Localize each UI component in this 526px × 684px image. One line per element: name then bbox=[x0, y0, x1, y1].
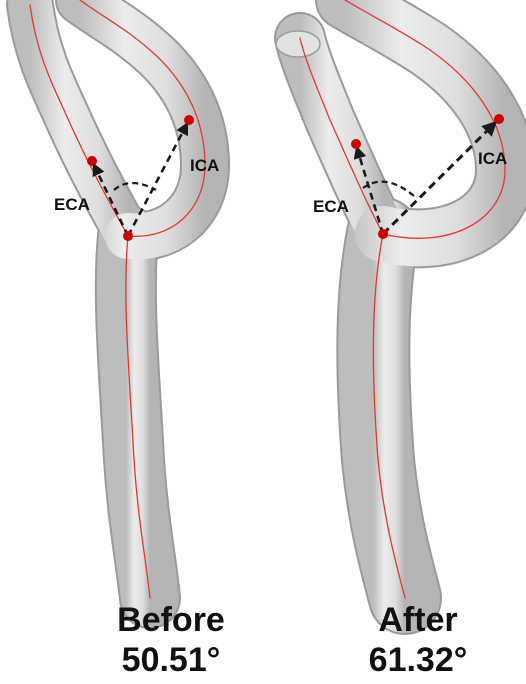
before-title: Before bbox=[56, 600, 286, 640]
before-angle-value: 50.51° bbox=[56, 640, 286, 680]
before-ica-label: ICA bbox=[190, 156, 219, 175]
before-panel: ECA ICA bbox=[30, 0, 219, 598]
after-vessel-model bbox=[276, 0, 505, 598]
after-caption: After 61.32° bbox=[303, 600, 526, 680]
before-eca-label: ECA bbox=[54, 195, 90, 214]
before-ica-point bbox=[184, 115, 194, 125]
before-caption: Before 50.51° bbox=[56, 600, 286, 680]
after-ica-point bbox=[494, 114, 504, 124]
after-eca-point bbox=[351, 139, 361, 149]
before-eca-point bbox=[87, 156, 97, 166]
after-bifurcation-point bbox=[378, 229, 388, 239]
after-ica-label: ICA bbox=[478, 149, 507, 168]
after-angle-value: 61.32° bbox=[303, 640, 526, 680]
after-vessel-cap bbox=[276, 31, 320, 57]
after-title: After bbox=[303, 600, 526, 640]
before-bifurcation-point bbox=[123, 231, 133, 241]
after-eca-label: ECA bbox=[313, 197, 349, 216]
before-vessel-model bbox=[30, 0, 205, 598]
after-panel: ECA ICA bbox=[276, 0, 507, 598]
